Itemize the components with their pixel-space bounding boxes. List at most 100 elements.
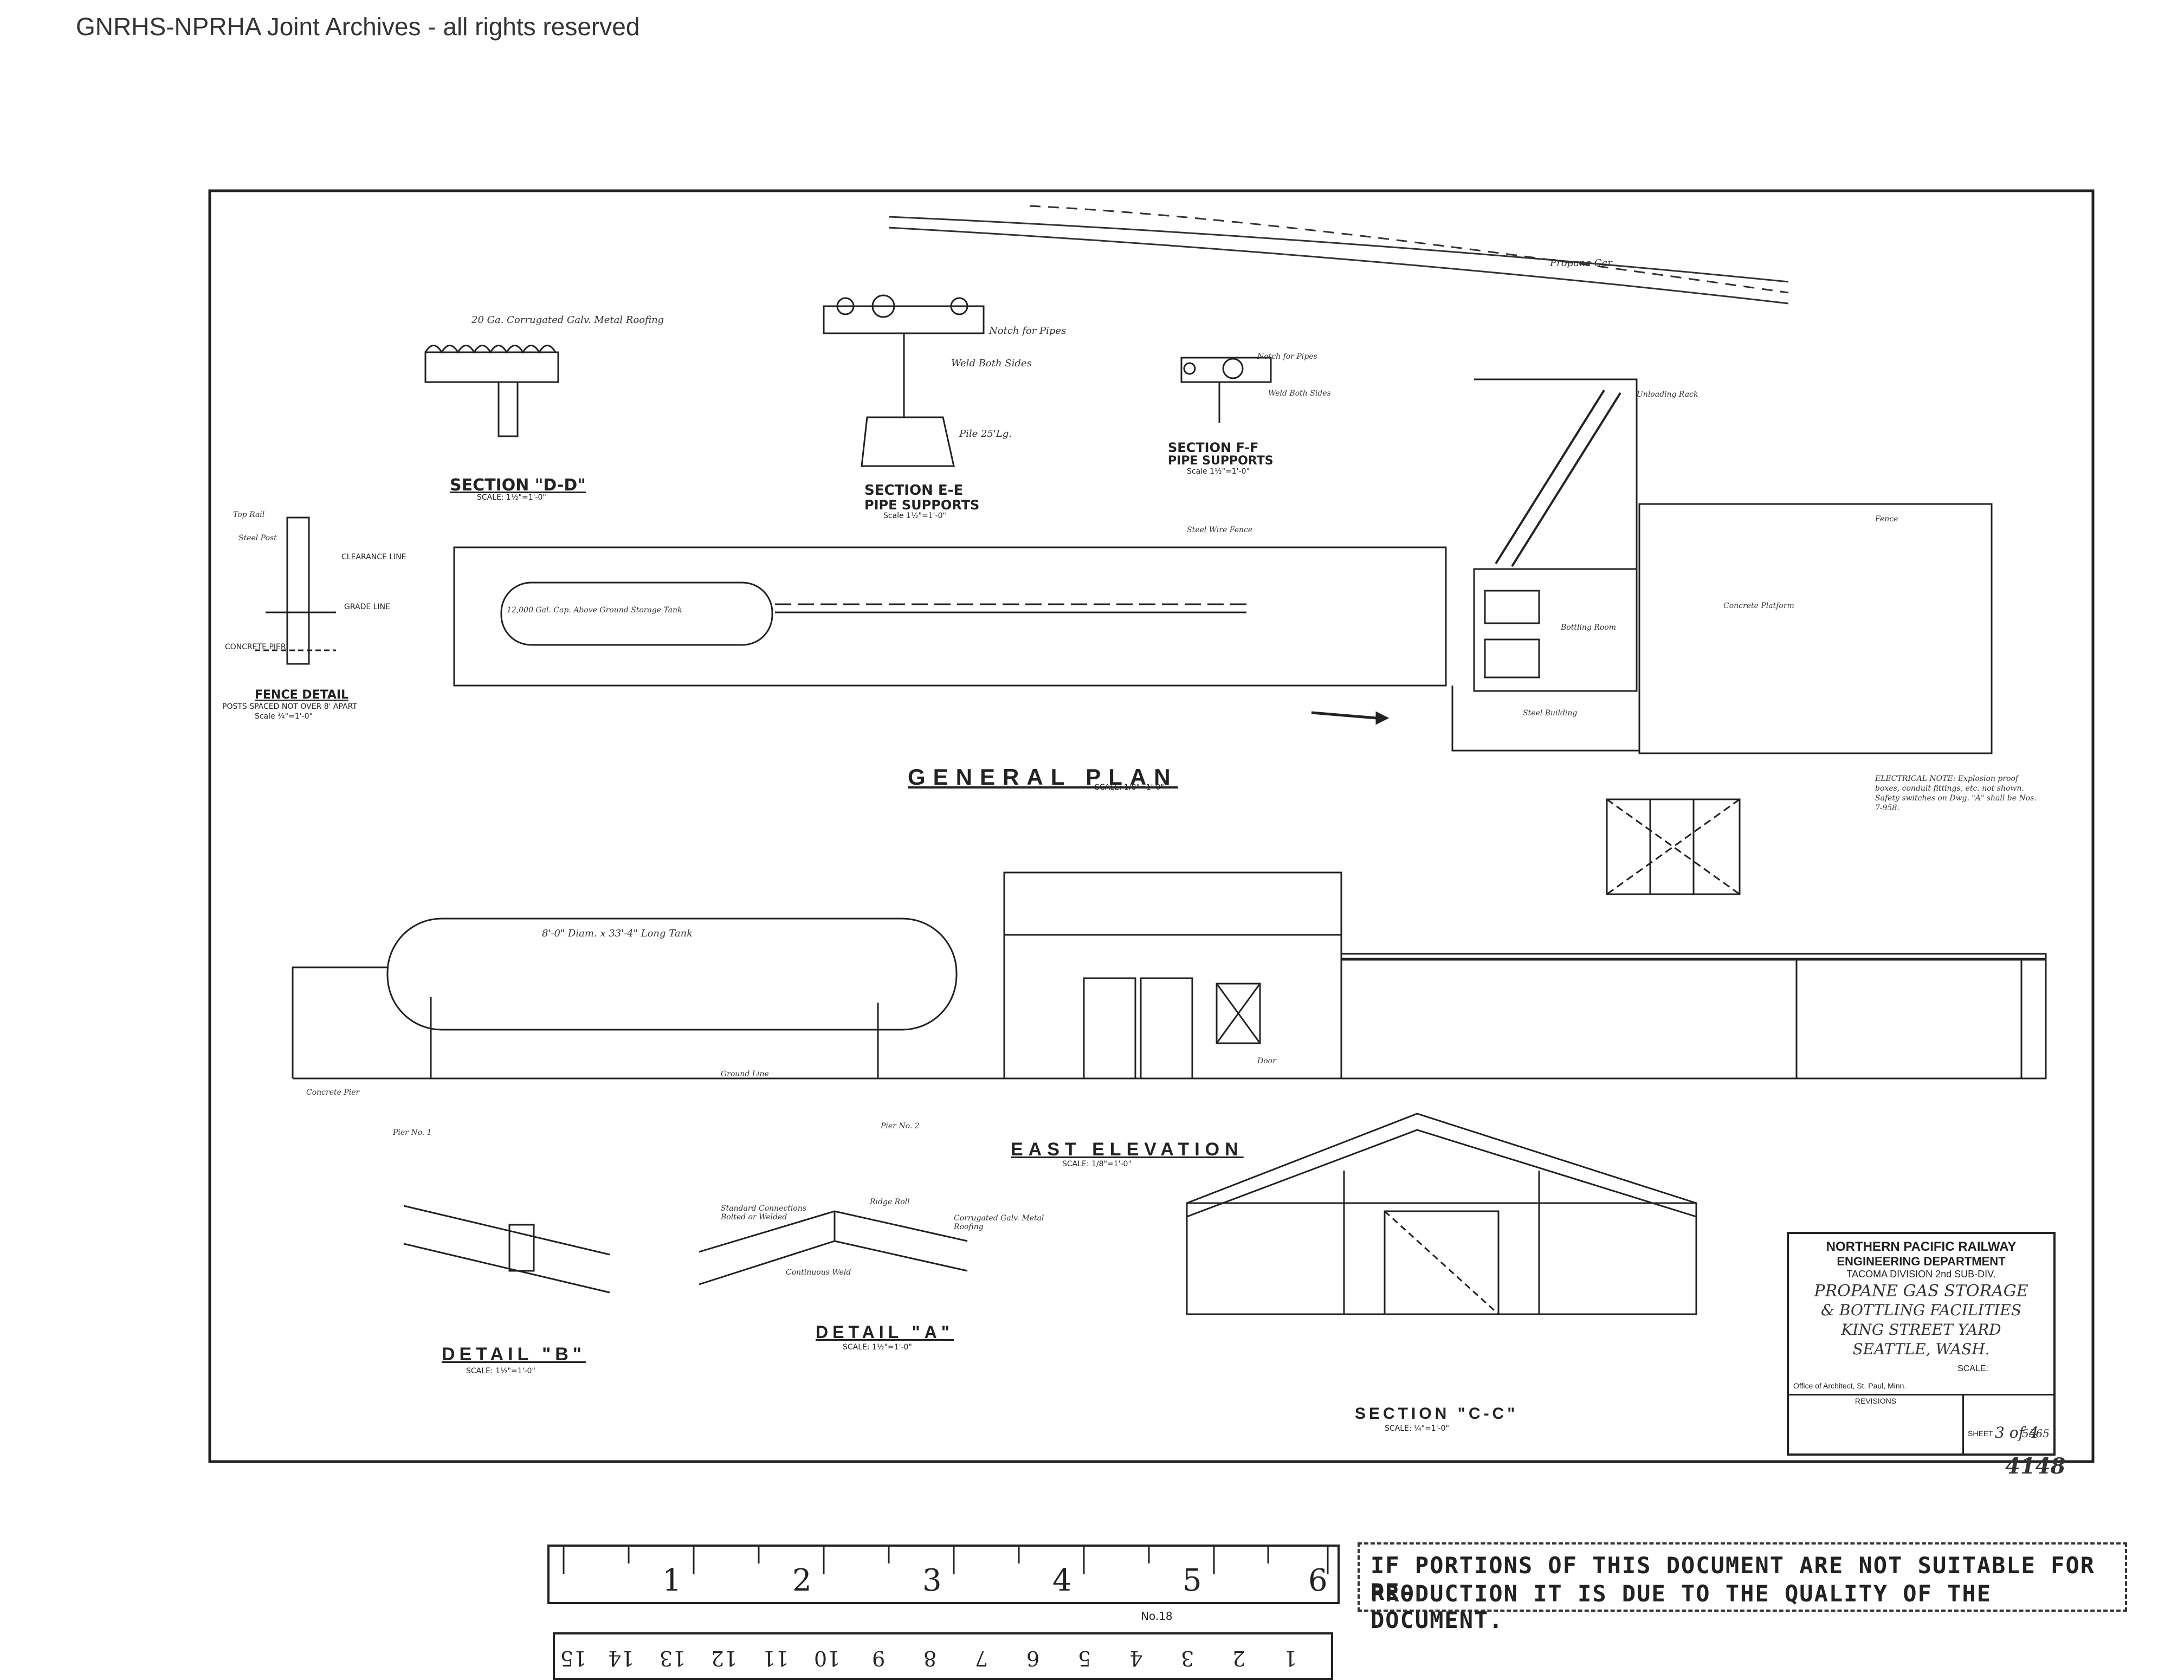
- title-department: ENGINEERING DEPARTMENT: [1837, 1255, 2006, 1268]
- plan-label-fence-east: Fence: [1875, 515, 1898, 524]
- title-project-line4: SEATTLE, WASH.: [1852, 1340, 1990, 1358]
- ruler-cm-12: 12: [711, 1646, 738, 1670]
- plan-label-fence: Steel Wire Fence: [1187, 526, 1253, 534]
- section-ee-note-2: Weld Both Sides: [951, 358, 1032, 369]
- fence-label-pier: CONCRETE PIER: [225, 643, 286, 651]
- detail-a-title: DETAIL "A": [816, 1322, 954, 1342]
- ruler-inch-2: 2: [792, 1563, 812, 1598]
- ruler-cm-11: 11: [763, 1646, 789, 1670]
- section-drawings: [424, 294, 1272, 467]
- title-project-line2: & BOTTLING FACILITIES: [1821, 1301, 2021, 1319]
- ruler-cm-10: 10: [814, 1646, 841, 1670]
- detail-b-scale: SCALE: 1½"=1'-0": [466, 1367, 535, 1375]
- title-office: Office of Architect, St. Paul, Minn.: [1793, 1381, 1907, 1390]
- fence-detail-scale: Scale ¾"=1'-0": [255, 712, 313, 721]
- ruler-cm-7: 7: [975, 1646, 988, 1670]
- detail-a-roofing: Corrugated Galv. Metal Roofing: [954, 1214, 1044, 1231]
- east-elevation-scale: SCALE: 1/8"=1'-0": [1062, 1160, 1132, 1168]
- east-elevation-title: EAST ELEVATION: [1011, 1139, 1244, 1160]
- ruler-cm-9: 9: [872, 1646, 886, 1670]
- detail-b-title: DETAIL "B": [442, 1344, 586, 1365]
- ruler-cm-4: 4: [1129, 1646, 1143, 1670]
- plan-label-unloading-rack: Unloading Rack: [1637, 390, 1698, 399]
- elevation-label-pier-2: Pier No. 2: [881, 1122, 920, 1130]
- plan-label-bottling-room: Bottling Room: [1561, 623, 1617, 632]
- plan-label-platform: Concrete Platform: [1723, 602, 1794, 610]
- plan-label-tank: 12,000 Gal. Cap. Above Ground Storage Ta…: [507, 606, 682, 615]
- section-ff-note-2: Weld Both Sides: [1268, 389, 1331, 398]
- ruler-ticks: [563, 1547, 1329, 1574]
- detail-a-drawing: [699, 1210, 968, 1285]
- ruler-inch-6: 6: [1308, 1563, 1328, 1598]
- section-ee-title: SECTION E-E: [864, 482, 964, 499]
- section-ee-note-3: Pile 25'Lg.: [959, 428, 1012, 440]
- ruler-cm-13: 13: [660, 1646, 686, 1670]
- stamp-line-1: IF PORTIONS OF THIS DOCUMENT ARE NOT SUI…: [1371, 1552, 2096, 1605]
- section-ff-note-1: Notch for Pipes: [1257, 352, 1317, 361]
- detail-a-weld: Continuous Weld: [786, 1268, 851, 1277]
- sheet-border: [208, 189, 2095, 1463]
- ruler-cm-15: 15: [560, 1646, 587, 1670]
- detail-a-scale: SCALE: 1½"=1'-0": [843, 1343, 912, 1352]
- section-ff-subtitle: PIPE SUPPORTS: [1168, 454, 1274, 468]
- title-scale-label: SCALE:: [1957, 1364, 1988, 1373]
- track-lines: [888, 205, 1789, 305]
- section-ee-subtitle: PIPE SUPPORTS: [864, 497, 980, 513]
- title-division: TACOMA DIVISION 2nd SUB-DIV.: [1846, 1269, 1996, 1280]
- ruler-inches: 1 2 3 4 5 6: [547, 1545, 1340, 1604]
- elevation-label-tank: 8'-0" Diam. x 33'-4" Long Tank: [542, 928, 693, 939]
- stamp-line-2: PRODUCTION IT IS DUE TO THE QUALITY OF T…: [1371, 1580, 1992, 1633]
- quality-stamp: IF PORTIONS OF THIS DOCUMENT ARE NOT SUI…: [1358, 1542, 2127, 1633]
- elevation-label-pier-1: Pier No. 1: [393, 1128, 432, 1137]
- fence-label-grade: GRADE LINE: [344, 603, 390, 611]
- section-ee-scale: Scale 1½"=1'-0": [883, 512, 946, 520]
- elevation-label-door: Door: [1257, 1057, 1276, 1065]
- detail-b-drawing: [403, 1205, 610, 1294]
- section-cc-scale: SCALE: ¼"=1'-0": [1385, 1424, 1449, 1433]
- title-file-no: 5565: [2022, 1427, 2050, 1440]
- title-block: NORTHERN PACIFIC RAILWAY ENGINEERING DEP…: [1787, 1232, 2056, 1456]
- fence-label-top-rail: Top Rail: [233, 511, 265, 519]
- ruler-product-number: No.18: [1141, 1610, 1173, 1623]
- plan-label-steel-building: Steel Building: [1523, 709, 1578, 718]
- general-plan-title: GENERAL PLAN: [908, 764, 1178, 790]
- ruler-cm-3: 3: [1181, 1646, 1194, 1670]
- general-plan-drawing: [453, 378, 1993, 754]
- ruler-centimeters: 1 2 3 4 5 6 7 8 9 10 11 12 13 14 15: [553, 1632, 1333, 1680]
- detail-a-connections: Standard Connections Bolted or Welded: [721, 1204, 807, 1222]
- section-cc-title: SECTION "C-C": [1355, 1405, 1519, 1423]
- elevation-label-pier: Concrete Pier: [306, 1088, 360, 1097]
- drawing-number: 4148: [2005, 1453, 2066, 1479]
- fence-detail-title: FENCE DETAIL: [255, 688, 349, 702]
- elevation-label-ground: Ground Line: [721, 1070, 769, 1078]
- section-ee-note-1: Notch for Pipes: [989, 325, 1067, 337]
- detail-a-ridge-roll: Ridge Roll: [870, 1198, 910, 1206]
- section-ff-title: SECTION F-F: [1168, 440, 1259, 455]
- ruler-cm-6: 6: [1026, 1646, 1040, 1670]
- ruler-inch-1: 1: [662, 1563, 682, 1598]
- electrical-note: ELECTRICAL NOTE: Explosion proof boxes, …: [1875, 774, 2037, 812]
- ruler-inch-5: 5: [1183, 1563, 1202, 1598]
- section-dd-note: 20 Ga. Corrugated Galv. Metal Roofing: [471, 314, 664, 326]
- plan-of-bracing-drawing: [1606, 798, 1741, 895]
- general-plan-scale: SCALE: 1/8"=1'-0": [1095, 783, 1164, 792]
- title-project-line1: PROPANE GAS STORAGE: [1814, 1282, 2028, 1301]
- section-dd-title: SECTION "D-D": [450, 476, 586, 495]
- title-sheet: 3 of 4: [1995, 1424, 2039, 1442]
- ruler-inch-4: 4: [1052, 1563, 1072, 1598]
- plan-label-propane-car: Propane Car: [1550, 257, 1612, 269]
- title-company: NORTHERN PACIFIC RAILWAY: [1826, 1239, 2017, 1254]
- title-project-line3: KING STREET YARD: [1841, 1321, 2001, 1339]
- ruler-cm-2: 2: [1232, 1646, 1246, 1670]
- ruler-cm-1: 1: [1284, 1646, 1297, 1670]
- ruler-cm-8: 8: [923, 1646, 937, 1670]
- fence-detail-drawing: [255, 516, 336, 665]
- east-elevation-drawing: [292, 871, 2047, 1080]
- ruler-cm-14: 14: [608, 1646, 635, 1670]
- ruler-inch-3: 3: [922, 1563, 942, 1598]
- section-dd-scale: SCALE: 1½"=1'-0": [477, 493, 546, 502]
- section-ff-scale: Scale 1½"=1'-0": [1187, 467, 1250, 476]
- fence-label-steel-post: Steel Post: [238, 534, 277, 542]
- section-cc-drawing: [1186, 1113, 1697, 1315]
